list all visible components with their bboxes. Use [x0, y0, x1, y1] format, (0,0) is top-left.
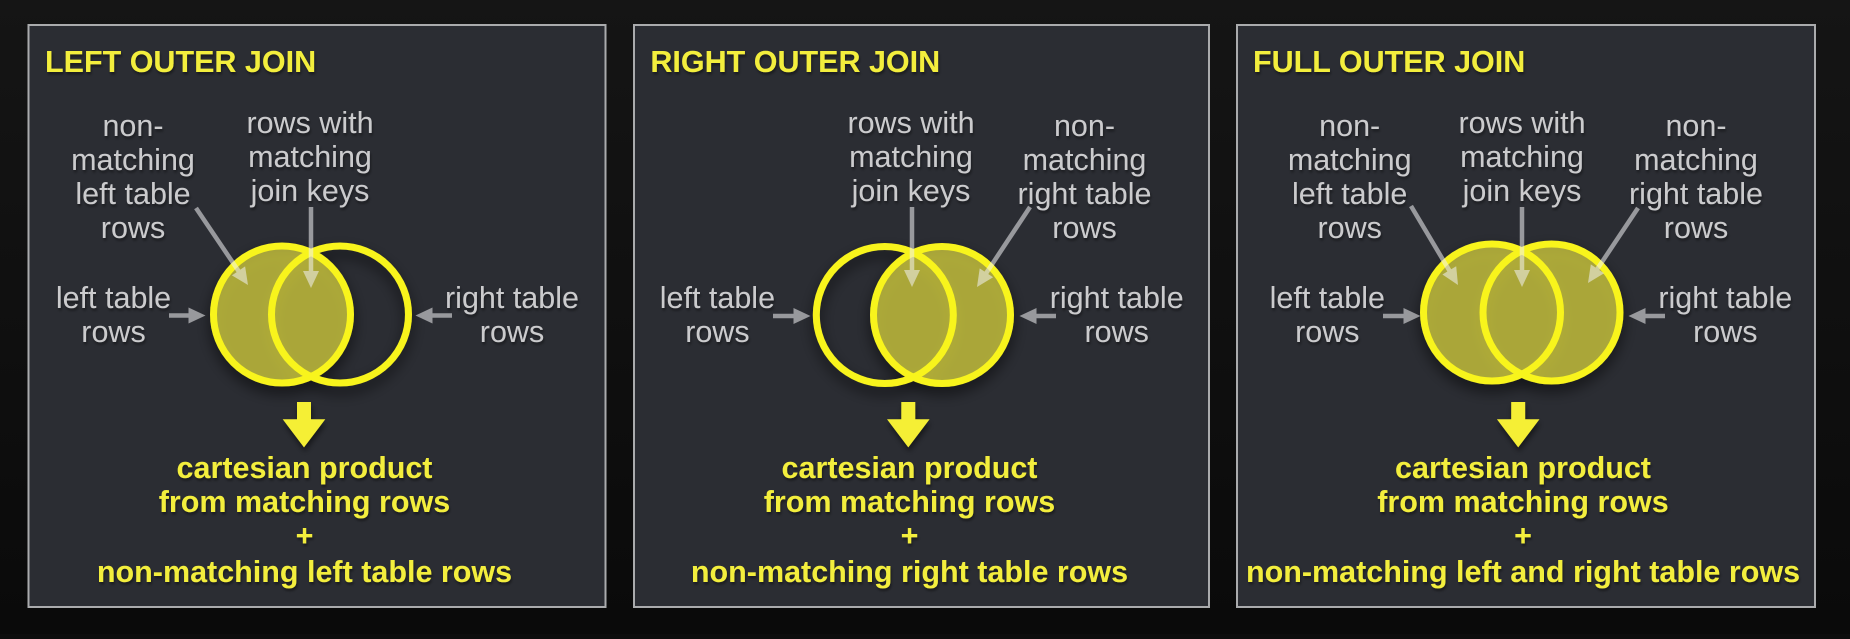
svg-text:cartesian product: cartesian product [1395, 451, 1651, 485]
svg-text:matching: matching [1288, 143, 1412, 177]
svg-text:matching: matching [1023, 143, 1147, 177]
svg-text:matching: matching [248, 140, 372, 174]
svg-text:non-: non- [102, 109, 163, 143]
svg-text:right table: right table [1018, 177, 1152, 211]
svg-text:non-matching left table rows: non-matching left table rows [97, 555, 512, 589]
svg-text:non-: non- [1319, 109, 1380, 143]
svg-text:non-: non- [1054, 109, 1115, 143]
svg-text:right table: right table [1658, 281, 1792, 315]
svg-text:+: + [901, 519, 919, 553]
svg-text:LEFT OUTER JOIN: LEFT OUTER JOIN [45, 45, 316, 79]
svg-text:left table: left table [1270, 281, 1385, 315]
svg-text:left table: left table [75, 177, 190, 211]
svg-text:cartesian product: cartesian product [177, 451, 433, 485]
svg-text:+: + [1514, 519, 1532, 553]
svg-text:rows with: rows with [847, 106, 974, 140]
svg-text:rows: rows [81, 315, 145, 349]
svg-text:cartesian product: cartesian product [782, 451, 1038, 485]
svg-text:join keys: join keys [250, 174, 370, 208]
svg-text:rows: rows [101, 211, 165, 245]
svg-text:left table: left table [1292, 177, 1407, 211]
svg-text:rows: rows [480, 315, 544, 349]
svg-text:left table: left table [56, 281, 171, 315]
svg-text:matching: matching [849, 140, 973, 174]
svg-text:rows with: rows with [246, 106, 373, 140]
svg-text:left table: left table [660, 281, 775, 315]
svg-text:right table: right table [1050, 281, 1184, 315]
svg-text:rows: rows [1317, 211, 1381, 245]
svg-text:non-matching right table rows: non-matching right table rows [691, 555, 1128, 589]
svg-text:FULL OUTER JOIN: FULL OUTER JOIN [1253, 45, 1525, 79]
svg-text:rows: rows [1295, 315, 1359, 349]
svg-text:right table: right table [445, 281, 579, 315]
svg-text:non-: non- [1665, 109, 1726, 143]
svg-text:from matching rows: from matching rows [159, 485, 450, 519]
svg-text:rows: rows [1664, 211, 1728, 245]
svg-text:rows: rows [685, 315, 749, 349]
svg-text:from matching rows: from matching rows [1377, 485, 1668, 519]
svg-text:rows: rows [1693, 315, 1757, 349]
svg-text:join keys: join keys [851, 174, 971, 208]
svg-text:matching: matching [1460, 140, 1584, 174]
svg-text:RIGHT OUTER JOIN: RIGHT OUTER JOIN [650, 45, 940, 79]
svg-text:from matching rows: from matching rows [764, 485, 1055, 519]
svg-text:rows: rows [1052, 211, 1116, 245]
svg-text:matching: matching [71, 143, 195, 177]
svg-text:matching: matching [1634, 143, 1758, 177]
svg-text:rows: rows [1084, 315, 1148, 349]
svg-text:join keys: join keys [1462, 174, 1582, 208]
svg-text:+: + [296, 519, 314, 553]
svg-text:right table: right table [1629, 177, 1763, 211]
svg-text:non-matching left and right ta: non-matching left and right table rows [1246, 555, 1800, 589]
svg-text:rows with: rows with [1458, 106, 1585, 140]
